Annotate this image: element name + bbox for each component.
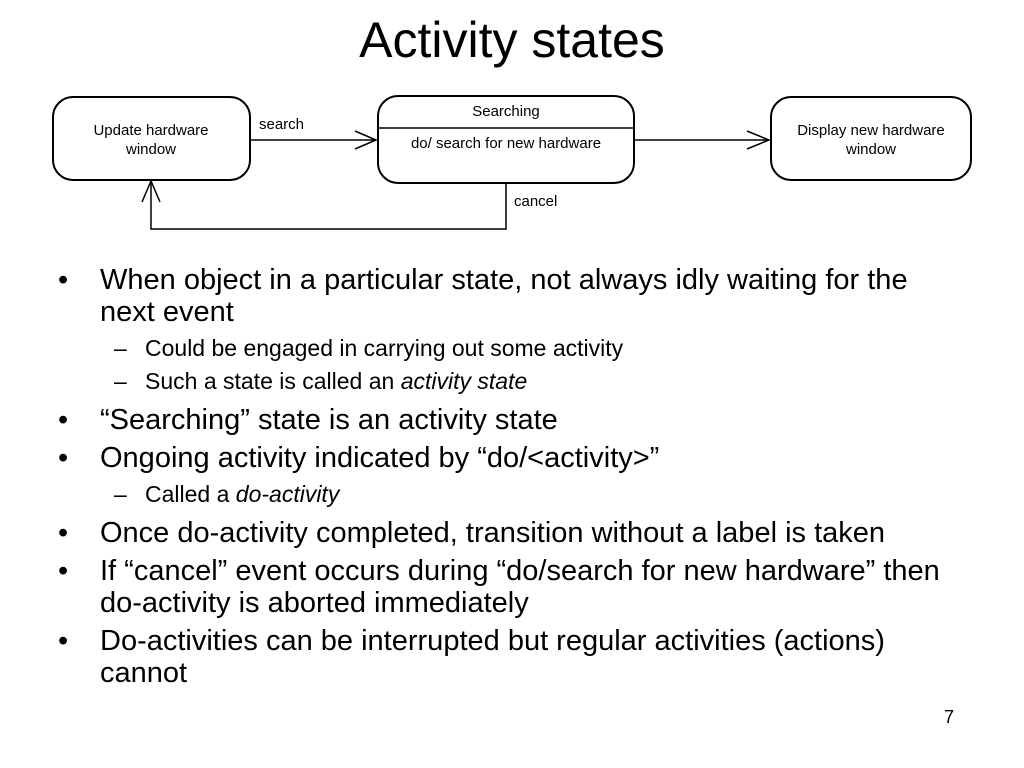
bullet-marker: • [58,442,69,474]
transition-cancel-label: cancel [514,193,557,210]
bullet-item: • “Searching” state is an activity state [58,404,968,436]
bullet-text: Do-activities can be interrupted but reg… [100,625,885,689]
bullet-item: • Once do-activity completed, transition… [58,517,968,549]
state-diagram: Update hardware window Searching do/ sea… [52,95,972,230]
transition-cancel: cancel [141,179,557,230]
arrowhead [141,179,161,203]
sub-bullet-item: – Called a do-activity [100,478,968,511]
bullet-marker: • [58,264,69,296]
slide-title: Activity states [359,12,665,68]
state-display-label-line1: Display new hardware [797,122,945,139]
bullet-text: If “cancel” event occurs during “do/sear… [100,555,940,619]
bullet-text: “Searching” state is an activity state [100,404,558,436]
bullet-marker: • [58,517,69,549]
sub-bullet-item: – Could be engaged in carrying out some … [100,332,968,365]
bullet-text: Ongoing activity indicated by “do/<activ… [100,442,660,474]
bullet-text: Once do-activity completed, transition w… [100,517,886,549]
transition-search-label: search [259,116,304,133]
bullet-text: When object in a particular state, not a… [100,264,908,328]
sub-bullet-list: – Called a do-activity [100,478,968,511]
bullet-item: • Ongoing activity indicated by “do/<act… [58,442,968,511]
bullet-marker: • [58,625,69,657]
bullet-item: • If “cancel” event occurs during “do/se… [58,555,968,619]
dash-marker: – [114,368,127,394]
state-searching-name: Searching [472,103,540,120]
state-display-label-line2: window [845,141,896,158]
state-searching: Searching do/ search for new hardware [377,95,635,184]
bullet-marker: • [58,555,69,587]
sub-bullet-text: Such a state is called an [145,368,401,394]
state-display-new-hardware-window: Display new hardware window [770,96,972,181]
sub-bullet-text: Called a [145,481,236,507]
state-update-label-line2: window [125,141,176,158]
dash-marker: – [114,481,127,507]
sub-bullet-emphasis: do-activity [235,481,340,507]
transition-completion [634,130,771,150]
bullet-list: • When object in a particular state, not… [58,264,968,695]
arrowhead [354,130,378,150]
state-update-label-line1: Update hardware [93,122,208,139]
dash-marker: – [114,335,127,361]
sub-bullet-list: – Could be engaged in carrying out some … [100,332,968,398]
transition-search: search [250,116,378,150]
bullet-item: • When object in a particular state, not… [58,264,968,398]
sub-bullet-emphasis: activity state [400,368,528,394]
bullet-marker: • [58,404,69,436]
arrowhead [746,130,771,150]
bullet-item: • Do-activities can be interrupted but r… [58,625,968,689]
state-update-hardware-window: Update hardware window [52,96,251,181]
state-searching-do-activity: do/ search for new hardware [411,135,601,152]
sub-bullet-text: Could be engaged in carrying out some ac… [145,335,624,361]
page-number: 7 [944,707,955,727]
sub-bullet-item: – Such a state is called an activity sta… [100,365,968,398]
